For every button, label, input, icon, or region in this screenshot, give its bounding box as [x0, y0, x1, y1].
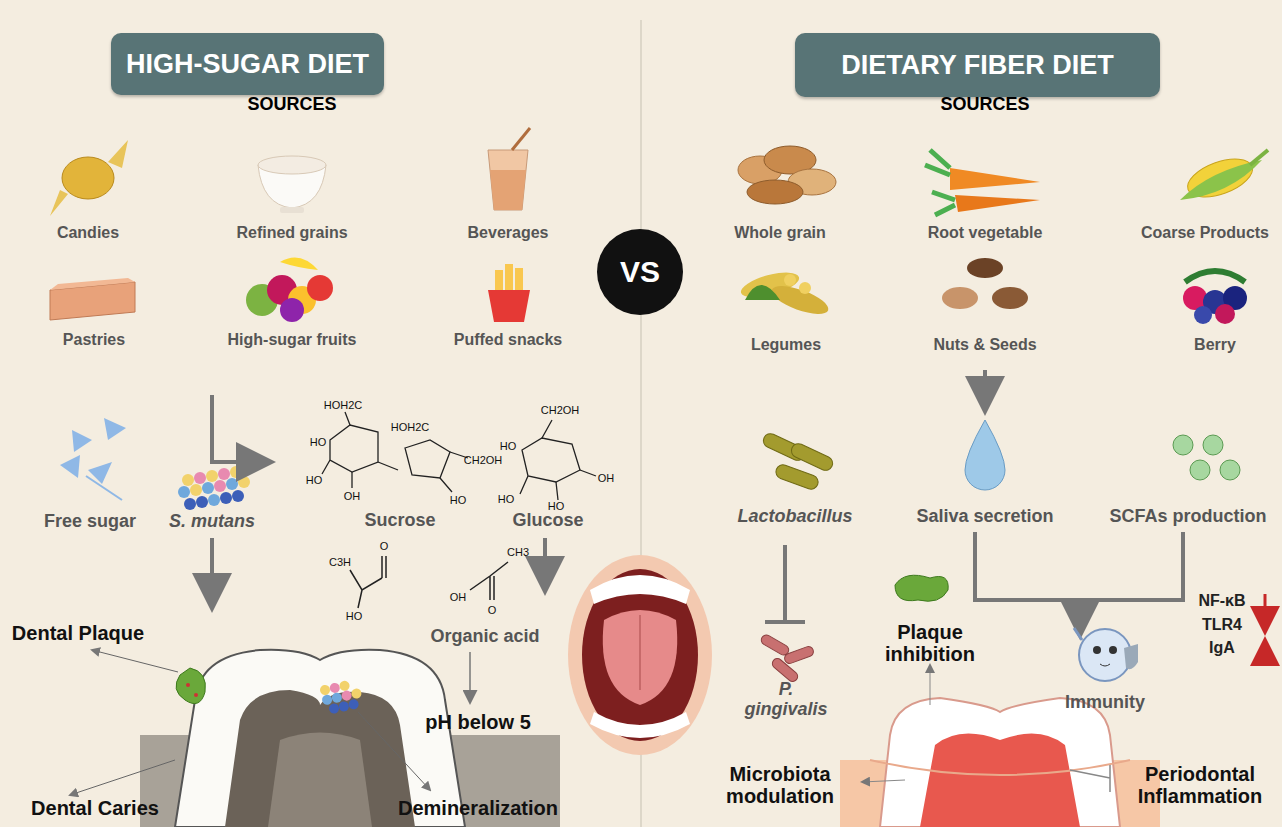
label: Puffed snacks — [454, 331, 562, 349]
bowl-icon — [258, 156, 326, 213]
label: Pastries — [63, 331, 125, 349]
chemical-label: HO — [498, 493, 515, 505]
label: SCFAs production — [1110, 507, 1267, 527]
label: Beverages — [468, 224, 549, 242]
pastry-icon — [50, 278, 135, 320]
node-text: DIETARY FIBER DIET — [841, 50, 1114, 81]
chemical-label: OH — [450, 591, 467, 603]
label: SOURCES — [940, 95, 1029, 115]
label: Glucose — [512, 511, 583, 531]
label: Whole grain — [734, 224, 826, 242]
label: Saliva secretion — [916, 507, 1053, 527]
label: Periodontal Inflammation — [1130, 763, 1270, 807]
label: Dental Caries — [31, 797, 159, 819]
s-mutans-chain — [178, 466, 250, 510]
corn-icon — [1180, 150, 1268, 205]
chemical-label: OH — [598, 472, 615, 484]
label: Refined grains — [236, 224, 347, 242]
label: pH below 5 — [425, 711, 531, 733]
chemical-label: HO — [310, 436, 327, 448]
label: Organic acid — [430, 627, 539, 647]
label: TLR4 — [1202, 616, 1242, 634]
glucose-structure — [520, 420, 596, 500]
scfa-icon — [1173, 435, 1240, 480]
label: Dental Plaque — [12, 622, 144, 644]
lactobacillus-icon — [761, 431, 835, 491]
label: Nuts & Seeds — [933, 336, 1036, 354]
chemical-label: O — [380, 540, 389, 552]
chemical-label: C3H — [329, 556, 351, 568]
label: Berry — [1194, 336, 1236, 354]
acid-structure — [350, 556, 508, 608]
chemical-label: OH — [344, 490, 361, 502]
vs-circle: VS — [597, 229, 683, 315]
chemical-label: CH2OH — [541, 404, 580, 416]
header-box: HIGH-SUGAR DIET — [111, 33, 384, 95]
chemical-label: HOH2C — [324, 399, 363, 411]
label: SOURCES — [247, 95, 336, 115]
healthy-tooth — [840, 665, 1160, 827]
label: NF-κB — [1198, 592, 1245, 610]
label: Legumes — [751, 336, 821, 354]
header-box: DIETARY FIBER DIET — [795, 33, 1160, 97]
chemical-label: HO — [450, 494, 467, 506]
label: Plaque inhibition — [875, 621, 985, 665]
candy-icon — [50, 140, 128, 216]
label: Free sugar — [44, 512, 136, 532]
carrot-icon — [925, 150, 1040, 215]
bread-icon — [738, 146, 836, 204]
nuts-icon — [942, 258, 1028, 309]
label: Root vegetable — [928, 224, 1043, 242]
label: Demineralization — [398, 797, 558, 819]
label: S. mutans — [169, 512, 255, 532]
label: High-sugar fruits — [228, 331, 357, 349]
label: Coarse Products — [1141, 224, 1269, 242]
immunity-cell — [1074, 628, 1138, 681]
chemical-label: HO — [346, 610, 363, 622]
label: Microbiota modulation — [705, 763, 855, 807]
chemical-label: O — [488, 604, 497, 616]
label: Sucrose — [364, 511, 435, 531]
chemical-label: HOH2C — [391, 421, 430, 433]
sugar-icon — [60, 418, 126, 500]
chemical-label: HO — [306, 474, 323, 486]
label: Immunity — [1065, 693, 1145, 713]
label: IgA — [1209, 639, 1235, 657]
chemical-label: CH3 — [507, 546, 529, 558]
label: P. gingivalis — [741, 680, 831, 720]
chemical-label: HO — [500, 440, 517, 452]
chemical-label: CH2OH — [464, 454, 503, 466]
legumes-icon — [738, 268, 831, 320]
mouth — [568, 555, 712, 755]
fruits-icon — [246, 258, 333, 323]
fries-icon — [488, 264, 530, 322]
berry-icon — [1183, 271, 1247, 324]
label: Lactobacillus — [737, 507, 852, 527]
label: Candies — [57, 224, 119, 242]
beverage-icon — [488, 128, 530, 210]
node-text: HIGH-SUGAR DIET — [126, 49, 369, 80]
chemical-label: HO — [548, 500, 565, 512]
node-text: VS — [620, 255, 660, 289]
sucrose-structure — [322, 412, 468, 492]
p-gingivalis-icon — [760, 633, 815, 683]
